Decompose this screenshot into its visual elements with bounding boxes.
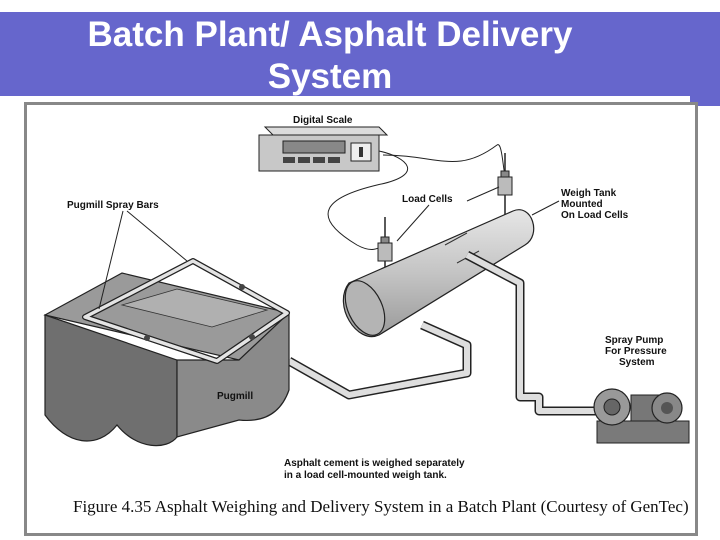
weigh-tank (342, 209, 535, 338)
label-weigh-tank-3: On Load Cells (561, 210, 629, 221)
label-pugmill: Pugmill (217, 391, 253, 402)
title-underline (0, 97, 640, 100)
note-line-1: Asphalt cement is weighed separately (284, 458, 465, 469)
pugmill-spray-bars (82, 258, 290, 364)
load-cell-right (497, 153, 513, 219)
label-spray-pump-1: Spray Pump (605, 335, 663, 346)
scale-cable-right (382, 144, 506, 176)
note-line-2: in a load cell-mounted weigh tank. (284, 470, 447, 481)
spray-pump (593, 388, 690, 444)
slide-title-line-2: System (267, 57, 393, 96)
label-load-cells: Load Cells (402, 194, 453, 205)
slide-title: Batch Plant/ Asphalt Delivery System (0, 14, 660, 98)
pugmill (43, 272, 291, 447)
label-digital-scale: Digital Scale (293, 115, 353, 126)
slide-title-line-1: Batch Plant/ Asphalt Delivery (87, 15, 573, 54)
digital-scale (258, 126, 389, 172)
figure-caption: Figure 4.35 Asphalt Weighing and Deliver… (73, 497, 689, 516)
load-cell-left (377, 217, 393, 273)
scale-cable-left (327, 150, 409, 250)
title-bar (0, 12, 690, 96)
asphalt-delivery-diagram: Digital Scale Load Cells Weigh Tank Moun… (43, 115, 690, 516)
label-spray-pump-2: For Pressure (605, 346, 667, 357)
label-pugmill-spray-bars: Pugmill Spray Bars (67, 200, 159, 211)
label-weigh-tank-2: Mounted (561, 199, 603, 210)
title-accent (690, 12, 720, 106)
label-weigh-tank-1: Weigh Tank (561, 188, 617, 199)
pump-pipe (464, 251, 602, 416)
label-spray-pump-3: System (619, 357, 655, 368)
